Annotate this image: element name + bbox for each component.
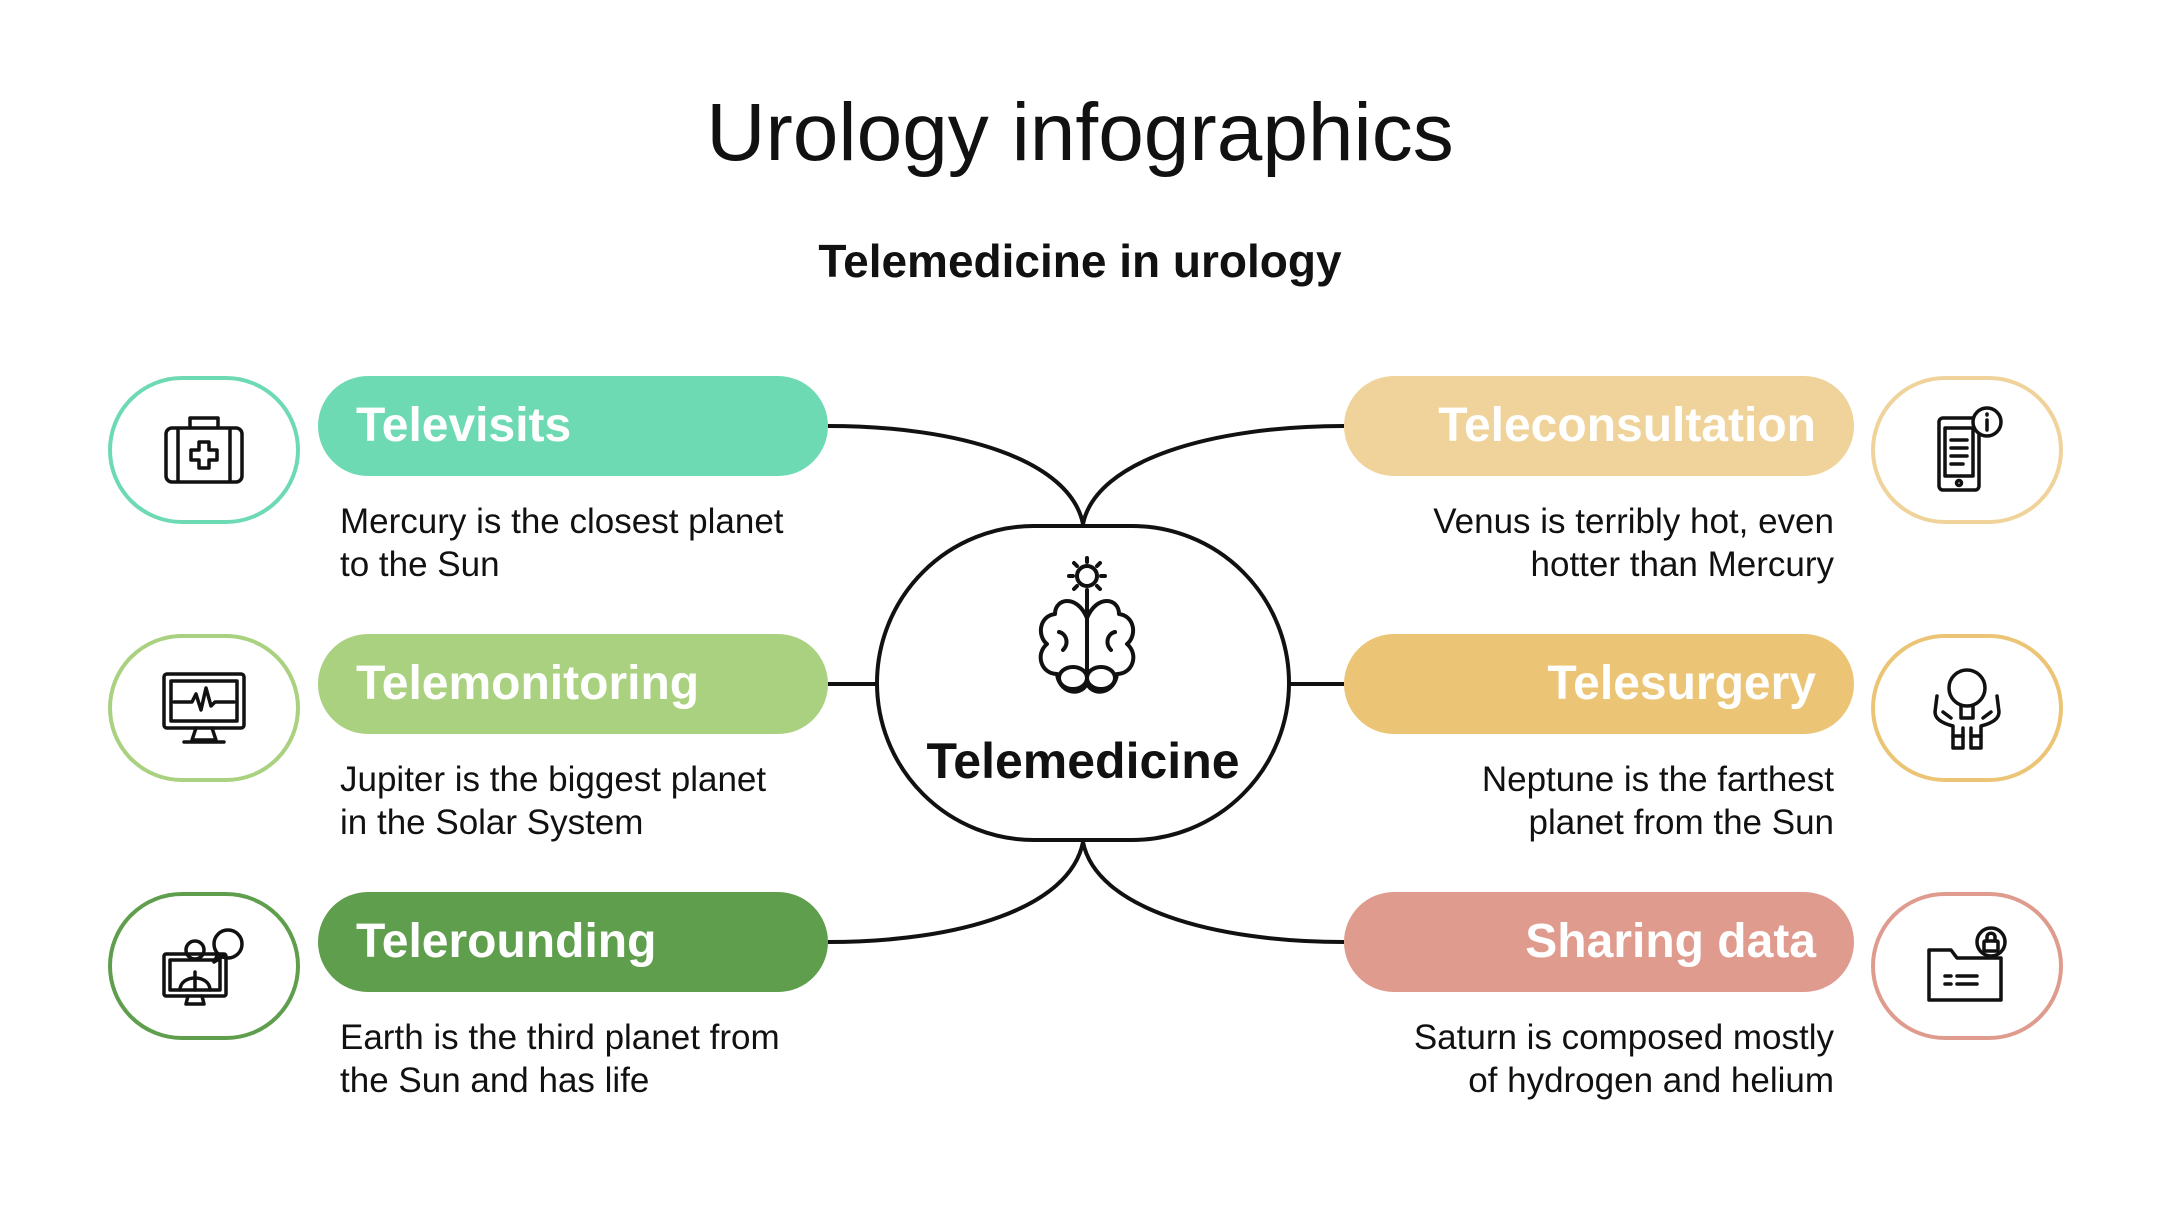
pill-telerounding: Telerounding [318,892,828,992]
desc-telerounding: Earth is the third planet from the Sun a… [340,1016,840,1102]
badge-teleconsultation [1871,376,2063,524]
page-title: Urology infographics [706,87,1454,178]
desc-line: Venus is terribly hot, even [1433,502,1834,541]
connector-sharing-data [1081,841,1345,944]
desc-line: Saturn is composed mostly [1413,1018,1834,1057]
pill-telesurgery: Telesurgery [1344,634,1854,734]
desc-telesurgery: Neptune is the farthest planet from the … [1334,758,1834,844]
pill-televisits: Televisits [318,376,828,476]
desc-line: hotter than Mercury [1530,545,1834,584]
badge-televisits [108,376,300,524]
badge-telerounding [108,892,300,1040]
pill-telemonitoring: Telemonitoring [318,634,828,734]
badge-telemonitoring [108,634,300,782]
desc-televisits: Mercury is the closest planet to the Sun [340,500,840,586]
pill-label: Telemonitoring [356,657,700,710]
locked-folder-icon [1927,926,2007,1002]
pill-teleconsultation: Teleconsultation [1344,376,1854,476]
page-subtitle: Telemedicine in urology [818,235,1342,287]
pill-sharing-data: Sharing data [1344,892,1854,992]
center-hub: Telemedicine [875,524,1291,842]
pill-label: Telesurgery [1547,657,1816,710]
desc-line: of hydrogen and helium [1468,1061,1834,1100]
mobile-info-icon [1937,406,2003,492]
pill-label: Telerounding [356,915,657,968]
pill-label: Televisits [356,399,572,452]
desc-line: Mercury is the closest planet [340,502,784,541]
desc-line: planet from the Sun [1528,803,1834,842]
desc-line: in the Solar System [340,803,644,842]
connector-telerounding [827,841,1085,944]
desc-line: Jupiter is the biggest planet [340,760,767,799]
desc-line: Neptune is the farthest [1481,760,1834,799]
badge-sharing-data [1871,892,2063,1040]
hands-lightbulb-icon [1933,668,2001,750]
desc-teleconsultation: Venus is terribly hot, even hotter than … [1334,500,1834,586]
badge-telesurgery [1871,634,2063,782]
desc-sharing-data: Saturn is composed mostly of hydrogen an… [1334,1016,1834,1102]
desc-telemonitoring: Jupiter is the biggest planet in the Sol… [340,758,840,844]
first-aid-kit-icon [164,416,244,484]
desc-line: to the Sun [340,545,500,584]
brain-gear-icon [1038,556,1136,694]
connector-teleconsultation [1081,424,1345,525]
pill-label: Sharing data [1525,915,1816,968]
doctor-video-call-icon [162,928,244,1006]
desc-line: the Sun and has life [340,1061,650,1100]
connector-televisits [827,424,1085,525]
desc-line: Earth is the third planet from [340,1018,780,1057]
center-label: Telemedicine [926,733,1240,789]
heart-monitor-icon [162,672,246,744]
pill-label: Teleconsultation [1438,399,1816,452]
